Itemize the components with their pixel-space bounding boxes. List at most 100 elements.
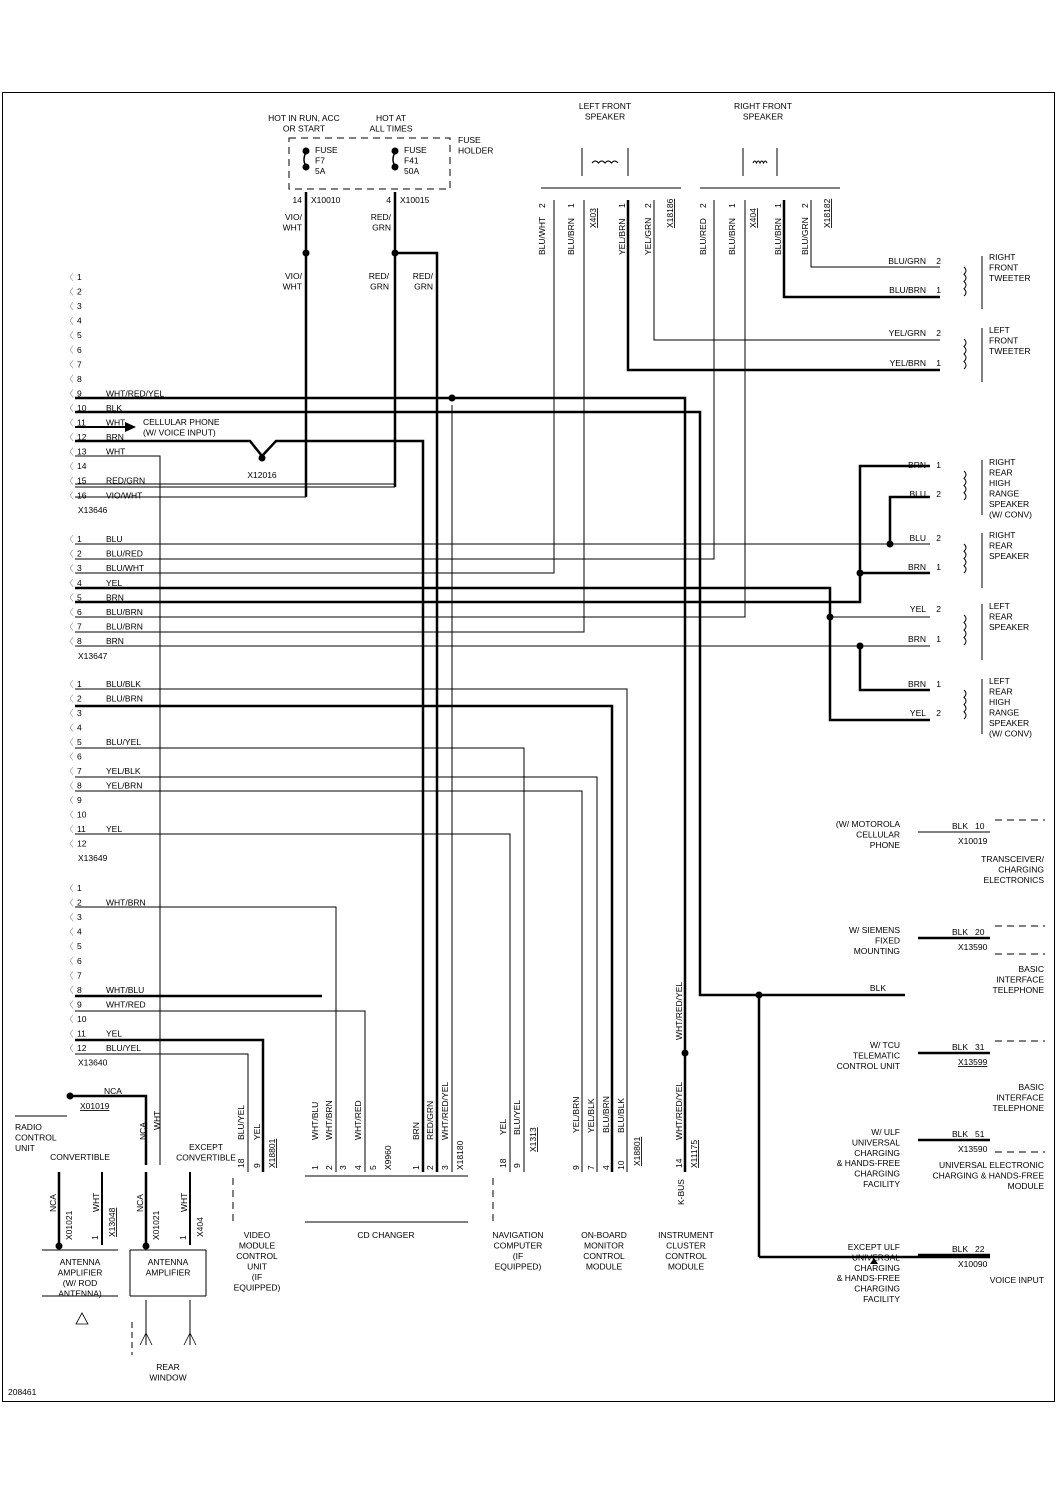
connector-id: X13649 [78,853,108,863]
wire-brn-cd [261,439,425,1172]
option-label: EXCEPT [189,1142,223,1152]
pin-tick [69,432,74,442]
wire-blu-brn-tw [782,200,940,299]
pin-tick [69,1029,74,1038]
fuse-terminal [302,147,310,155]
speaker-coil-icon [963,543,967,574]
antenna-title: ANTENNA [60,1257,101,1267]
wire-label: BLU [909,533,926,543]
wire-label: YEL/GRN [889,328,926,338]
module-title: EQUIPPED) [234,1283,281,1293]
wire-label: BRN [106,636,124,646]
wire-label: BLU/BRN [773,218,783,255]
phone-condition: CELLULAR [856,829,900,839]
speaker-title: LEFT [989,676,1010,686]
connector-id: X13590 [958,1144,988,1154]
wire-label: YEL/BLK [586,1098,596,1133]
wire-label: YEL/BRN [106,781,142,791]
pin-tick [69,898,74,907]
tweeter-title: TWEETER [989,273,1031,283]
wire-label: NCA [138,1122,148,1140]
module-title: UNIT [247,1262,267,1272]
pin-tick [69,491,74,500]
note-triangle-icon [75,1312,89,1325]
phone-target: UNIVERSAL ELECTRONIC [939,1160,1044,1170]
pin-tick [69,272,74,282]
wire-blu-yel-video [75,1053,249,1172]
pin-tick [69,549,74,558]
wire-wht-red-yel [75,396,687,1172]
pin-number: 1 [411,1165,421,1170]
wire-blk [75,410,905,997]
speaker-title: REAR [989,612,1013,622]
pin-number: 14 [674,1158,684,1168]
splice-dot [142,1242,150,1250]
wire-label: VIO/ [285,271,303,281]
pin-number: 12 [77,1043,87,1053]
wire-label: YEL [106,578,122,588]
pin-number: 9 [77,795,82,805]
pin-number: 6 [77,607,82,617]
wire-red-grn-branch [395,251,439,1172]
module-title: MODULE [239,1241,276,1251]
connector-id: X404 [748,208,758,228]
wire-blu-brn [75,704,614,1172]
wire-nca [70,1094,148,1165]
tweeter-title: RIGHT [989,252,1015,262]
phone-target: TELEPHONE [993,985,1045,995]
wire-label: BRN [106,432,124,442]
wire-label: VIO/WHT [106,490,142,500]
pin-number: 6 [77,752,82,762]
wire-label: BLU/BRN [106,622,143,632]
phone-condition: MOUNTING [854,946,900,956]
pin-tick [69,287,74,296]
phone-condition: & HANDS-FREE [837,1273,901,1283]
wire-blu-wht [75,200,555,574]
speaker-title: SPEAKER [989,499,1029,509]
pin-number: 8 [77,985,82,995]
wire-label: RED/ [369,271,390,281]
pin-number: 1 [90,1235,100,1240]
speaker-title: (W/ CONV) [989,729,1032,739]
wire-label: BLK [952,821,968,831]
wire-label: RED/ [371,212,392,222]
module-title: MONITOR [584,1241,624,1251]
pin-tick [69,912,74,922]
pin-number: 31 [975,1042,985,1052]
wire-wht-13 [75,455,161,1165]
fuse-heading: OR START [283,124,325,134]
pin-number: 2 [698,203,708,208]
tweeter-title: FRONT [989,263,1018,273]
wire-label: WHT/BLU [106,985,144,995]
wire-label: BRN [411,1122,421,1140]
connector-id: X18182 [822,198,832,228]
speaker-title: (W/ CONV) [989,510,1032,520]
connector-id: X13640 [78,1058,108,1068]
module-title: VIDEO [244,1230,271,1240]
pin-tick [69,839,74,848]
phone-target: MODULE [1008,1181,1045,1191]
pin-tick [69,476,74,485]
wire-label: YEL/BRN [571,1097,581,1133]
wire-label: YEL [252,1124,262,1140]
wire-label: BLK [870,983,886,993]
wire-label: RED/GRN [106,476,145,486]
wire-label: BLU/BRN [601,1096,611,1133]
pin-number: 2 [936,328,941,338]
option-label: CONVERTIBLE [50,1152,110,1162]
arrow-icon [125,422,136,432]
wire-label: WHT/RED/YEL [440,1082,450,1140]
wire-label: YEL/BRN [890,358,926,368]
pin-tick [69,1043,74,1053]
pin-tick [69,781,74,790]
pin-number: 4 [386,195,391,205]
pin-number: 1 [77,679,82,689]
pin-tick [69,534,74,544]
wire-yel [75,586,930,722]
module-title: MODULE [668,1262,705,1272]
radio-title: UNIT [15,1143,35,1153]
wire-label: BLU/BLK [616,1098,626,1133]
phone-condition: UNIVERSAL [852,1137,900,1147]
connector-id: X10015 [400,195,430,205]
phone-target: INTERFACE [996,975,1044,985]
